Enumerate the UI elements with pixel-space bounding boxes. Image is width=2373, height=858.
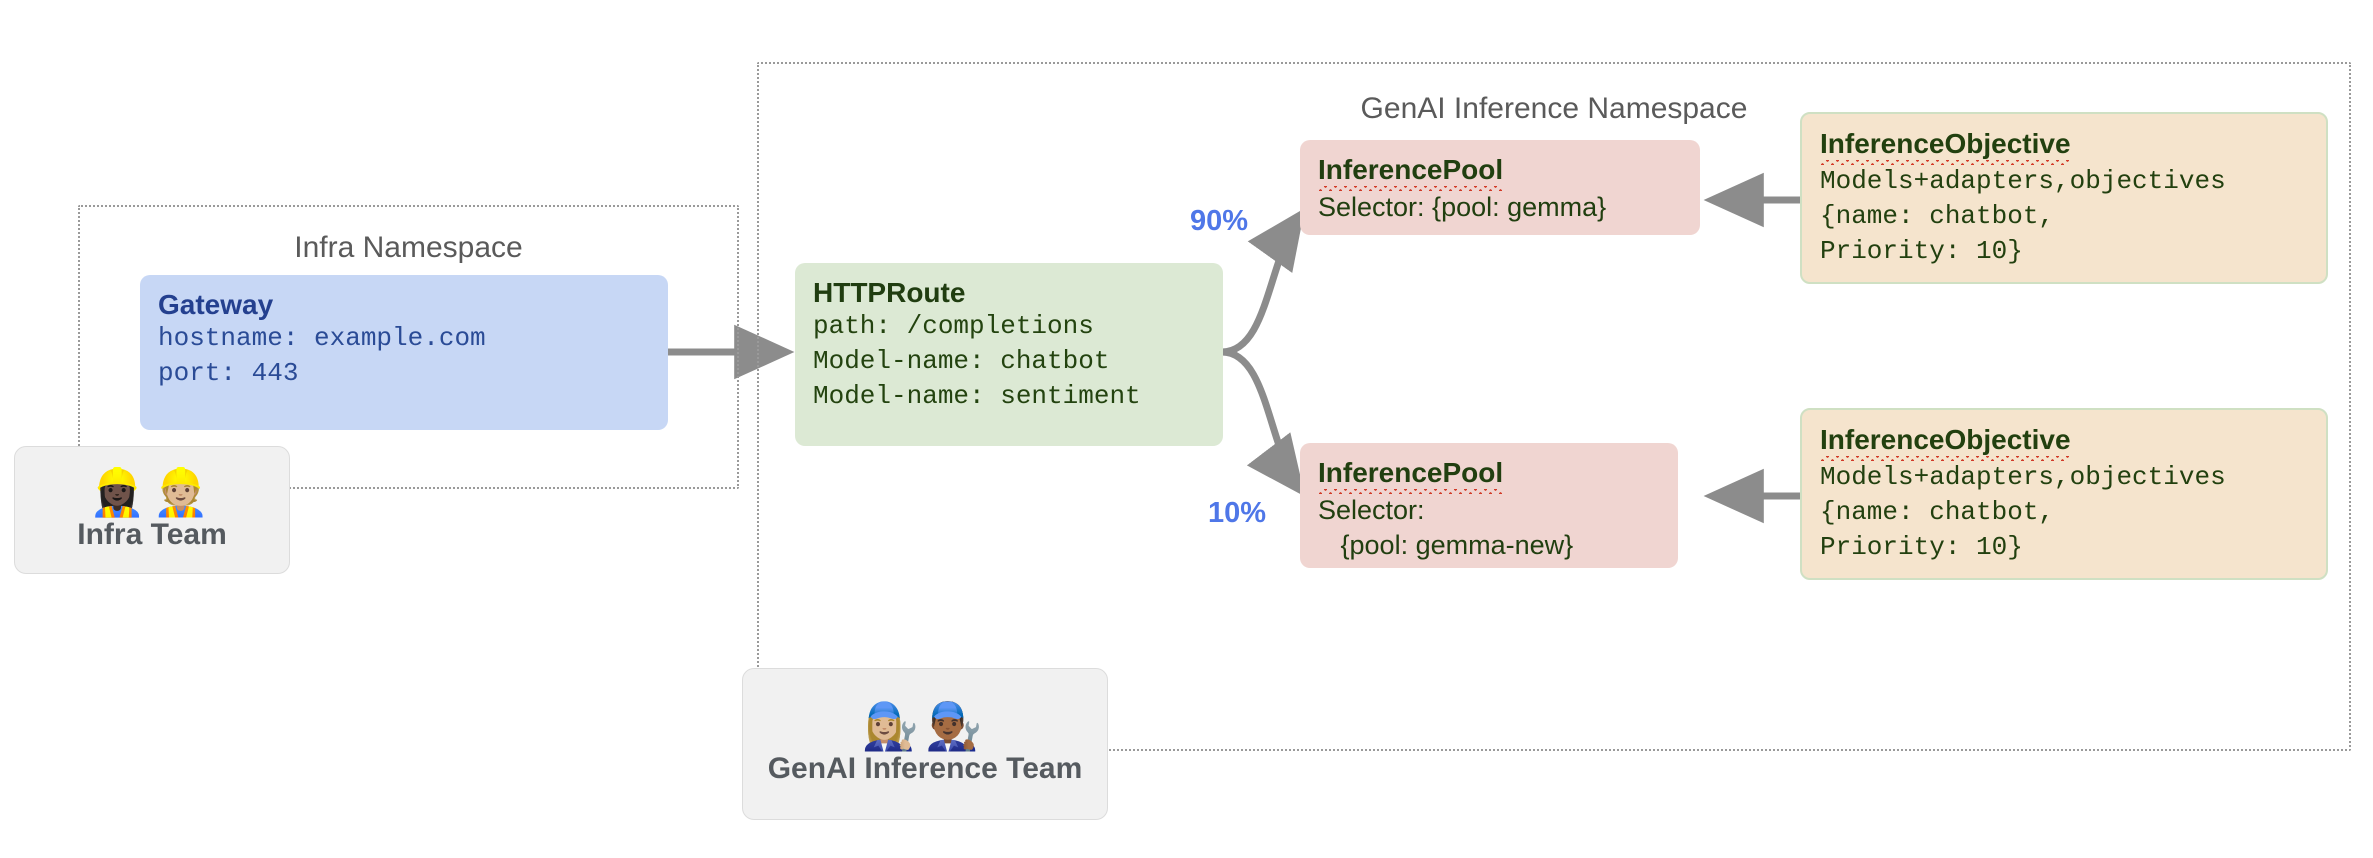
card-gateway-title: Gateway [158,289,274,320]
edge-label-weight-90: 90% [1190,205,1249,237]
card-inferenceobjective-bottom[interactable]: InferenceObjective Models+adapters,objec… [1800,408,2328,580]
edge-label-weight-10: 10% [1208,497,1267,529]
card-inferenceobjective-top[interactable]: InferenceObjective Models+adapters,objec… [1800,112,2328,284]
card-inferencepool-gemma-new[interactable]: InferencePool Selector: {pool: gemma-new… [1300,443,1678,568]
card-inferenceobjective-top-title: InferenceObjective [1820,128,2308,167]
namespace-genai-title: GenAI Inference Namespace [1360,92,1748,125]
card-inferencepool-gemma[interactable]: InferencePool Selector: {pool: gemma} [1300,140,1700,235]
card-httproute-body: path: /completions Model-name: chatbot M… [813,311,1141,411]
card-inferencepool-gemma-new-title: InferencePool [1318,457,1660,496]
spellcheck-squiggle-icon: InferencePool [1318,154,1504,193]
genai-team-people-icon: 👩🏼‍🔧👨🏾‍🔧 [861,698,989,753]
team-infra[interactable]: 👷🏿‍♀️👷🏼 Infra Team [14,446,290,574]
card-inferencepool-gemma-body: Selector: {pool: gemma} [1318,192,1607,223]
card-inferenceobjective-top-body: Models+adapters,objectives {name: chatbo… [1820,166,2226,266]
namespace-genai: GenAI Inference Namespace [757,62,2351,751]
card-inferencepool-gemma-new-body: Selector: {pool: gemma-new} [1318,495,1574,561]
namespace-infra-title: Infra Namespace [294,231,523,264]
namespace-infra: Infra Namespace [78,205,739,489]
spellcheck-squiggle-icon: InferencePool [1318,457,1504,496]
spellcheck-squiggle-icon: InferenceObjective [1820,424,2071,463]
card-httproute-title: HTTPRoute [813,277,966,308]
team-genai-inference[interactable]: 👩🏼‍🔧👨🏾‍🔧 GenAI Inference Team [742,668,1108,820]
card-gateway[interactable]: Gateway hostname: example.com port: 443 [140,275,668,430]
infra-team-people-icon: 👷🏿‍♀️👷🏼 [88,464,216,519]
card-inferencepool-gemma-title: InferencePool [1318,154,1682,193]
spellcheck-squiggle-icon: InferenceObjective [1820,128,2071,167]
team-infra-label: Infra Team [77,518,227,552]
team-genai-inference-label: GenAI Inference Team [767,752,1083,786]
card-inferenceobjective-bottom-title: InferenceObjective [1820,424,2308,463]
card-httproute[interactable]: HTTPRoute path: /completions Model-name:… [795,263,1223,446]
card-gateway-body: hostname: example.com port: 443 [158,323,486,389]
card-inferenceobjective-bottom-body: Models+adapters,objectives {name: chatbo… [1820,462,2226,562]
